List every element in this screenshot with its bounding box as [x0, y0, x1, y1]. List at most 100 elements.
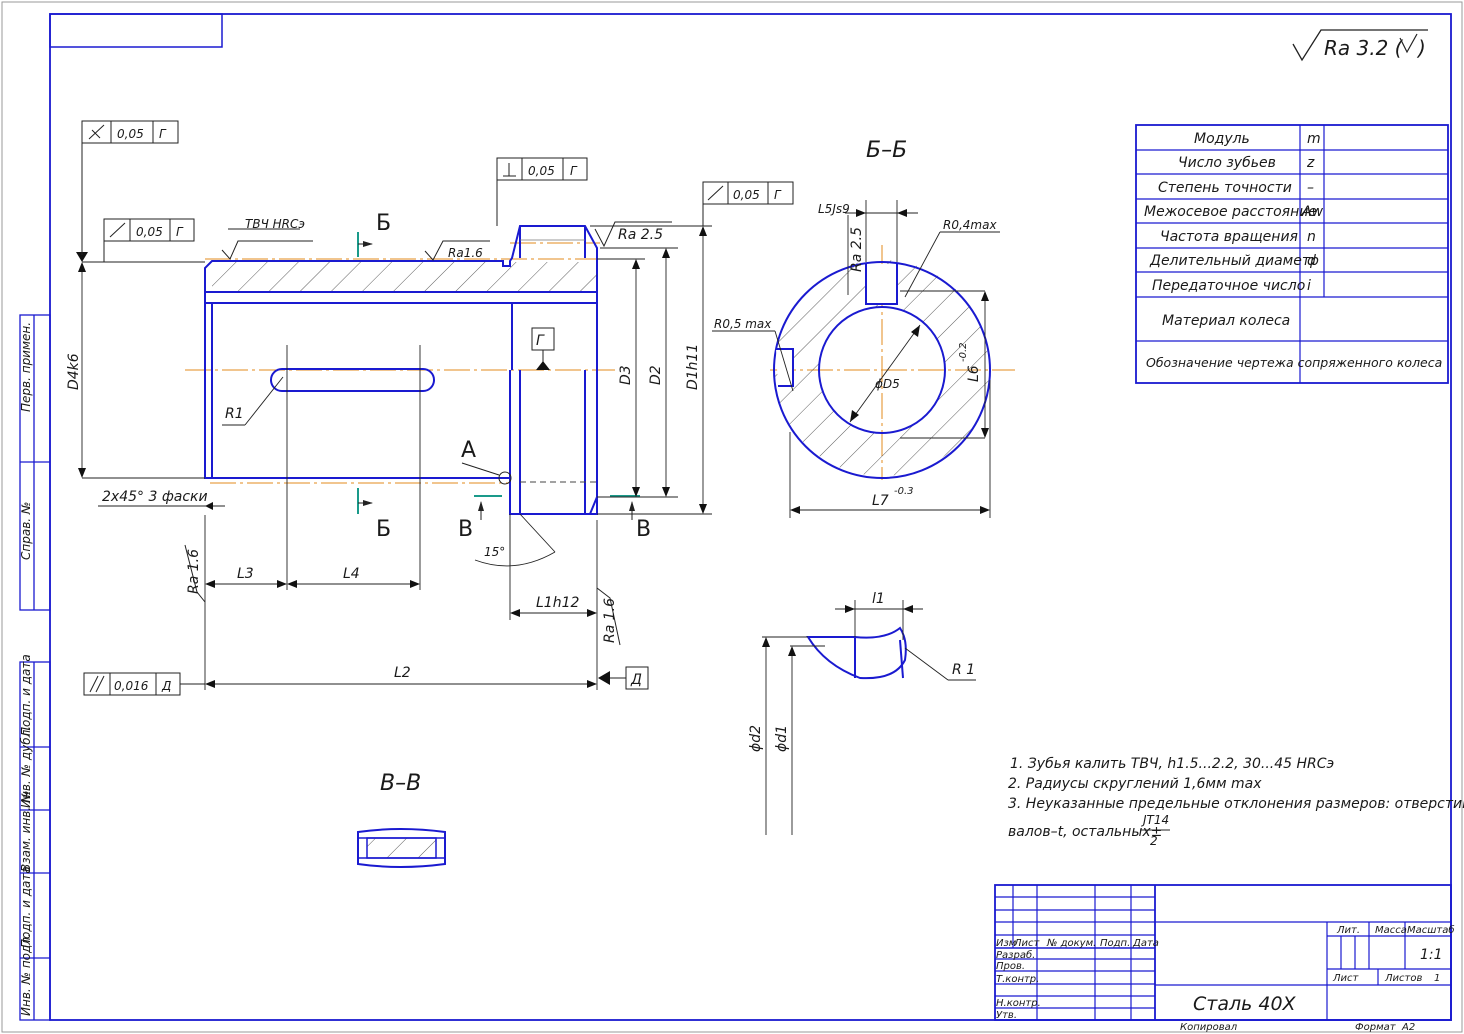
tb-lit: Лит. — [1336, 925, 1360, 936]
footer-format: Формат — [1355, 1022, 1397, 1033]
param-peredat-sym: i — [1307, 278, 1311, 294]
roughness-general-close: ) — [1416, 36, 1426, 60]
param-modul: Модуль — [1194, 131, 1250, 147]
dim-d1h11: D1h11 — [685, 344, 701, 390]
rough-ra16-left: Ra 1.6 — [186, 549, 202, 594]
tb-row-utv: Утв. — [996, 1010, 1017, 1021]
label-tvch: ТВЧ HRCэ — [245, 217, 305, 231]
dim-tooth-l1: l1 — [872, 591, 885, 607]
fcf-perp-datum: Г — [570, 164, 578, 178]
datum-g: Г — [536, 333, 545, 349]
dim-d4k6: D4k6 — [66, 353, 82, 390]
tb-row-tkontr: Т.контр. — [996, 974, 1039, 985]
tech-notes: 1. Зубья калить ТВЧ, h1.5...2.2, 30...45… — [1008, 756, 1464, 848]
tb-massa: Масса — [1375, 925, 1407, 936]
param-delit-sym: d — [1307, 253, 1316, 269]
footer-copied: Копировал — [1180, 1022, 1238, 1033]
param-zubev: Число зубьев — [1178, 155, 1276, 171]
section-vv: В–В — [357, 771, 446, 868]
fcf-runout-mid-datum: Г — [176, 225, 184, 239]
param-tochnost-sym: – — [1307, 180, 1314, 196]
tb-row-prov: Пров. — [996, 961, 1025, 972]
tb-col-podp: Подп. — [1100, 938, 1130, 949]
stamp-vzam-inv: Взам. инв. № — [19, 791, 33, 872]
stamp-inv-dubl: Инв. № дубл. — [19, 726, 33, 808]
dim-l7-tol: -0.3 — [894, 486, 914, 497]
fcf-runout-right-value: 0,05 — [733, 188, 760, 202]
param-oboznach: Обозначение чертежа сопряженного колеса — [1146, 355, 1442, 370]
dim-phi-d1: ϕd1 — [774, 725, 790, 752]
cut-b-bottom: Б — [376, 517, 391, 542]
side-stamp — [19, 314, 51, 1021]
fcf-runout-top — [81, 120, 179, 255]
dim-r05max: R0,5 max — [714, 317, 772, 331]
dim-l6-tol: -0.2 — [958, 342, 969, 362]
param-material: Материал колеса — [1162, 313, 1290, 329]
tb-material: Сталь 40Х — [1193, 993, 1297, 1015]
note-3: 3. Неуказанные предельные отклонения раз… — [1008, 796, 1464, 812]
tb-scale: 1:1 — [1420, 947, 1443, 963]
dim-angle-15: 15° — [484, 545, 505, 559]
dim-l3: L3 — [237, 566, 254, 582]
param-tochnost: Степень точности — [1158, 180, 1292, 196]
detail-a-label: А — [461, 438, 476, 463]
note-4: валов–t, остальных± — [1008, 824, 1162, 840]
param-mezhosevoe: Межосевое расстояние — [1144, 204, 1317, 220]
fcf-parallel-datum: Д — [161, 679, 171, 693]
stamp-perv-primen: Перв. примен. — [19, 322, 33, 412]
fcf-parallel — [83, 672, 205, 696]
param-zubev-sym: z — [1306, 155, 1315, 171]
roughness-general-text: Ra 3.2 ( — [1324, 36, 1404, 60]
fcf-perp-value: 0,05 — [528, 164, 555, 178]
fcf-runout-right-datum: Г — [774, 188, 782, 202]
fcf-runout-right — [702, 181, 794, 226]
stamp-sprav: Справ. № — [19, 502, 33, 560]
params-table: Модуль m Число зубьев z Степень точности… — [1135, 124, 1449, 384]
dim-l1h12: L1h12 — [536, 595, 579, 611]
dim-l4: L4 — [343, 566, 360, 582]
section-bb-title: Б–Б — [866, 138, 907, 163]
dim-phi-d2: ϕd2 — [748, 725, 764, 752]
dim-phi-d5: ϕD5 — [875, 377, 900, 391]
param-delit: Делительный диаметр — [1149, 253, 1319, 269]
rough-ra16-bottom: Ra 1.6 — [602, 598, 618, 643]
fcf-parallel-value: 0,016 — [114, 679, 149, 693]
note-4-den: 2 — [1150, 834, 1158, 848]
dim-d3: D3 — [618, 365, 634, 385]
fcf-runout-top-datum: Г — [159, 127, 167, 141]
dim-r1: R1 — [225, 406, 244, 422]
param-modul-sym: m — [1307, 131, 1321, 147]
section-bb: Б–Б L5Js — [712, 138, 1015, 518]
dim-l6: L6 — [966, 365, 982, 382]
fcf-runout-top-value: 0,05 — [117, 127, 144, 141]
footer-format-val: A2 — [1401, 1022, 1415, 1033]
roughness-general: Ra 3.2 ( ) — [1292, 29, 1428, 62]
stamp-podp-data-2: Подп. и дата — [19, 866, 33, 948]
section-vv-title: В–В — [380, 771, 421, 796]
rough-ra16-top: Ra1.6 — [448, 246, 483, 260]
fcf-runout-mid-value: 0,05 — [136, 225, 163, 239]
note-1: 1. Зубья калить ТВЧ, h1.5...2.2, 30...45… — [1010, 756, 1334, 772]
tooth-detail: l1 R 1 ϕd2 ϕd1 — [748, 591, 976, 835]
note-4-num: JT14 — [1141, 813, 1169, 827]
dim-r04max: R0,4max — [943, 218, 997, 232]
tb-listov-val: 1 — [1434, 973, 1440, 984]
tb-masshtab: Масштаб — [1407, 924, 1455, 936]
rough-ra25: Ra 2.5 — [618, 227, 663, 243]
note-2: 2. Радиусы скруглений 1,6мм max — [1008, 776, 1262, 792]
tb-listov: Листов — [1384, 973, 1422, 984]
cut-v-left: В — [458, 517, 473, 542]
param-chastota-sym: n — [1307, 229, 1316, 245]
dim-chamfer: 2x45° 3 фаски — [102, 489, 208, 505]
title-block — [994, 884, 1452, 1021]
rough-ra25-section: Ra 2.5 — [849, 227, 865, 272]
stamp-inv-podl: Инв. № подл. — [19, 933, 33, 1016]
fcf-runout-mid — [103, 218, 195, 262]
param-peredat: Передаточное число — [1152, 278, 1305, 294]
title-block-text: Изм Лист № докум. Подп. Дата Разраб. Про… — [996, 924, 1455, 1033]
tb-row-razrab: Разраб. — [996, 949, 1035, 961]
stamp-podp-data-1: Подп. и дата — [19, 654, 33, 736]
fcf-perp — [496, 157, 588, 226]
tb-col-list: Лист — [1013, 938, 1041, 949]
